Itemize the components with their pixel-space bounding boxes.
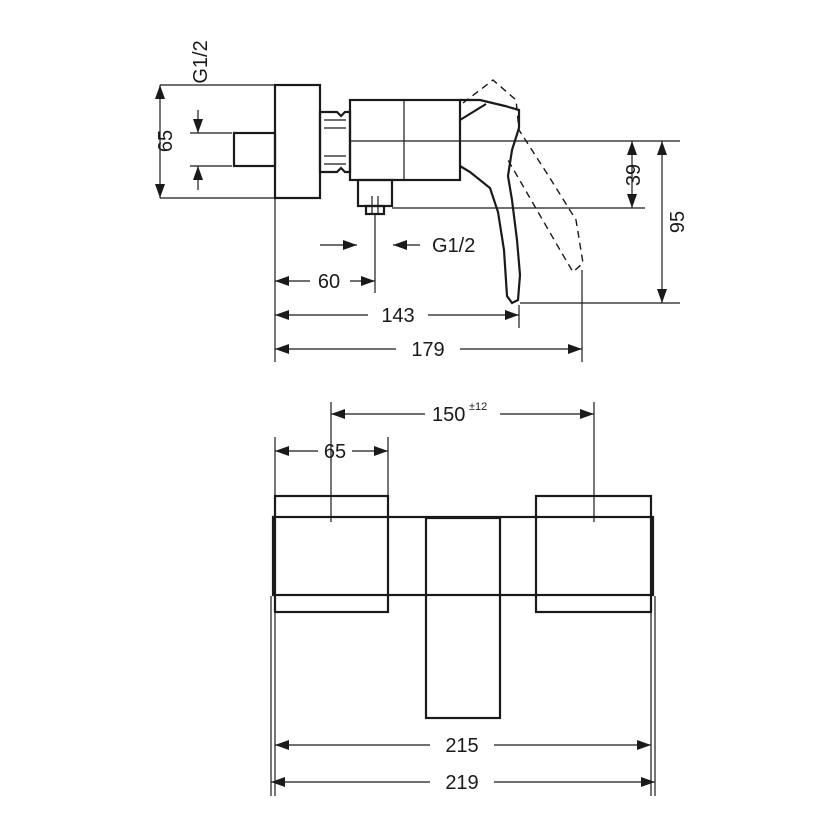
side-dim-60: 60 — [318, 271, 340, 293]
front-body — [271, 515, 655, 597]
front-dim-150-tolerance: ±12 — [469, 401, 487, 413]
side-view: 65 G1/2 39 95 G1/2 60 143 — [155, 40, 689, 362]
side-dim-179: 179 — [411, 339, 444, 361]
wall-flange — [273, 83, 322, 200]
inlet-stub — [232, 131, 277, 168]
lever-handle — [459, 98, 522, 305]
front-lever — [424, 516, 502, 720]
front-dim-150: 150 — [432, 404, 465, 426]
side-thread-top-label: G1/2 — [190, 40, 212, 83]
lever-open-outline — [462, 79, 584, 274]
hex-connector — [318, 110, 352, 174]
side-dim-39: 39 — [623, 164, 645, 186]
side-dim-95: 95 — [667, 211, 689, 233]
outlet-connector — [356, 178, 394, 208]
front-view: 150 ±12 65 215 219 — [270, 401, 656, 796]
front-dim-215: 215 — [445, 735, 478, 757]
mixer-body — [348, 98, 462, 182]
side-thread-bottom-label: G1/2 — [432, 235, 475, 257]
front-dim-219: 219 — [445, 772, 478, 794]
side-dim-143: 143 — [381, 305, 414, 327]
front-dim-65: 65 — [324, 441, 346, 463]
side-dim-65: 65 — [155, 130, 177, 152]
